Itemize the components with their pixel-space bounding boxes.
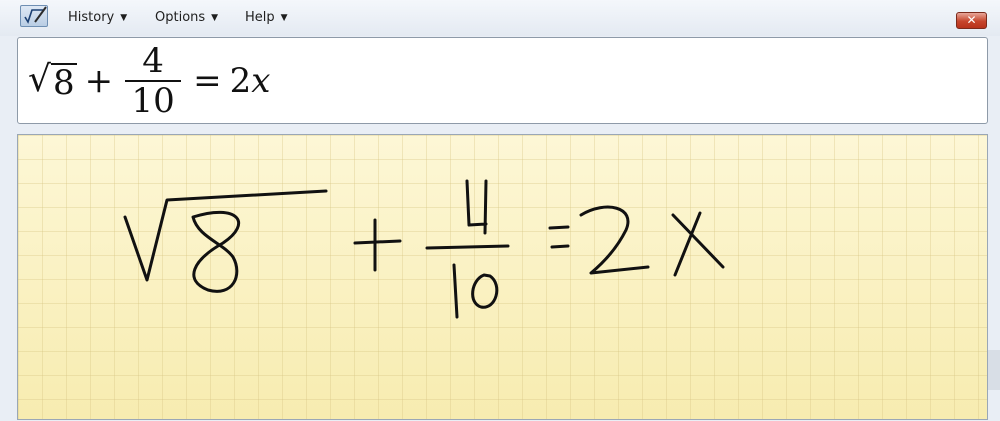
menu-history[interactable]: History ▼ — [68, 10, 127, 25]
ink-equals-top — [548, 225, 570, 230]
math-input-panel-icon — [20, 5, 48, 27]
close-icon: ✕ — [966, 13, 977, 27]
ink-x-stroke-1 — [671, 213, 725, 269]
ink-two — [579, 205, 650, 275]
ink-x-stroke-2 — [673, 211, 702, 277]
scrollbar[interactable] — [988, 350, 1000, 390]
fraction-numerator: 4 — [142, 40, 164, 81]
menu-help-label: Help — [245, 10, 275, 25]
ink-plus-horizontal — [353, 239, 402, 245]
ink-four — [465, 179, 488, 235]
menu-options[interactable]: Options ▼ — [155, 10, 218, 25]
rhs-variable: x — [251, 60, 271, 101]
menu-history-label: History — [68, 10, 115, 25]
plus-operator: + — [84, 60, 114, 101]
fraction-bar — [125, 79, 182, 82]
ink-fraction-bar — [425, 244, 510, 250]
rhs-coefficient: 2 — [229, 60, 252, 101]
ink-zero — [471, 273, 499, 309]
menu-help[interactable]: Help ▼ — [245, 10, 288, 25]
radicand: 8 — [50, 63, 77, 103]
equals-operator: = — [193, 60, 222, 101]
writing-area[interactable] — [17, 134, 988, 420]
chevron-down-icon: ▼ — [280, 13, 288, 23]
title-bar: History ▼ Options ▼ Help ▼ ✕ — [0, 0, 1000, 36]
ink-radical — [123, 189, 328, 282]
ink-eight — [191, 210, 241, 293]
radical-sign: √ — [28, 59, 51, 100]
chevron-down-icon: ▼ — [120, 13, 128, 23]
chevron-down-icon: ▼ — [211, 13, 219, 23]
ink-equals-bottom — [550, 244, 570, 249]
fraction: 4 10 — [125, 40, 182, 121]
close-button[interactable]: ✕ — [956, 12, 987, 29]
square-root: √ 8 — [28, 60, 77, 101]
fraction-denominator: 10 — [131, 80, 175, 121]
handwriting-ink — [123, 179, 725, 319]
ink-one — [452, 263, 459, 319]
menu-options-label: Options — [155, 10, 206, 25]
